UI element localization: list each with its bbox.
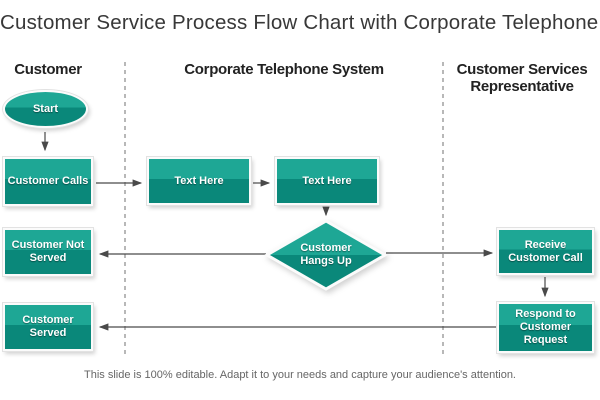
node-text-here-1-label: Text Here <box>174 174 224 187</box>
node-customer-calls[interactable]: Customer Calls <box>3 157 93 206</box>
node-start[interactable]: Start <box>3 90 88 128</box>
node-receive-customer-call-label: Receive Customer Call <box>508 238 583 264</box>
node-text-here-2-label: Text Here <box>302 174 352 187</box>
node-customer-served-label: Customer Served <box>22 314 74 339</box>
node-customer-not-served[interactable]: Customer Not Served <box>3 228 93 276</box>
lane-divider-2 <box>442 62 444 355</box>
node-customer-hangs-up[interactable]: Customer Hangs Up <box>263 218 389 292</box>
node-text-here-2[interactable]: Text Here <box>275 157 379 205</box>
node-start-label: Start <box>32 102 59 115</box>
node-respond-to-customer-request-label: Respond to Customer Request <box>515 308 576 346</box>
lane-divider-1 <box>124 62 126 355</box>
node-customer-not-served-label: Customer Not Served <box>11 239 85 264</box>
lane-label-customer: Customer <box>14 61 82 78</box>
diamond-shape <box>263 219 389 291</box>
node-receive-customer-call[interactable]: Receive Customer Call <box>497 228 594 275</box>
lane-label-customer-services-representative: Customer Services Representative <box>456 61 588 95</box>
slide-title: Customer Service Process Flow Chart with… <box>0 11 600 34</box>
node-customer-hangs-up-label: Customer Hangs Up <box>300 242 352 267</box>
node-text-here-1[interactable]: Text Here <box>147 157 251 205</box>
node-respond-to-customer-request[interactable]: Respond to Customer Request <box>497 302 594 353</box>
lane-label-corporate-telephone-system: Corporate Telephone System <box>184 61 384 78</box>
node-customer-calls-label: Customer Calls <box>7 175 89 187</box>
node-customer-served[interactable]: Customer Served <box>3 303 93 351</box>
slide-footer: This slide is 100% editable. Adapt it to… <box>84 369 516 381</box>
